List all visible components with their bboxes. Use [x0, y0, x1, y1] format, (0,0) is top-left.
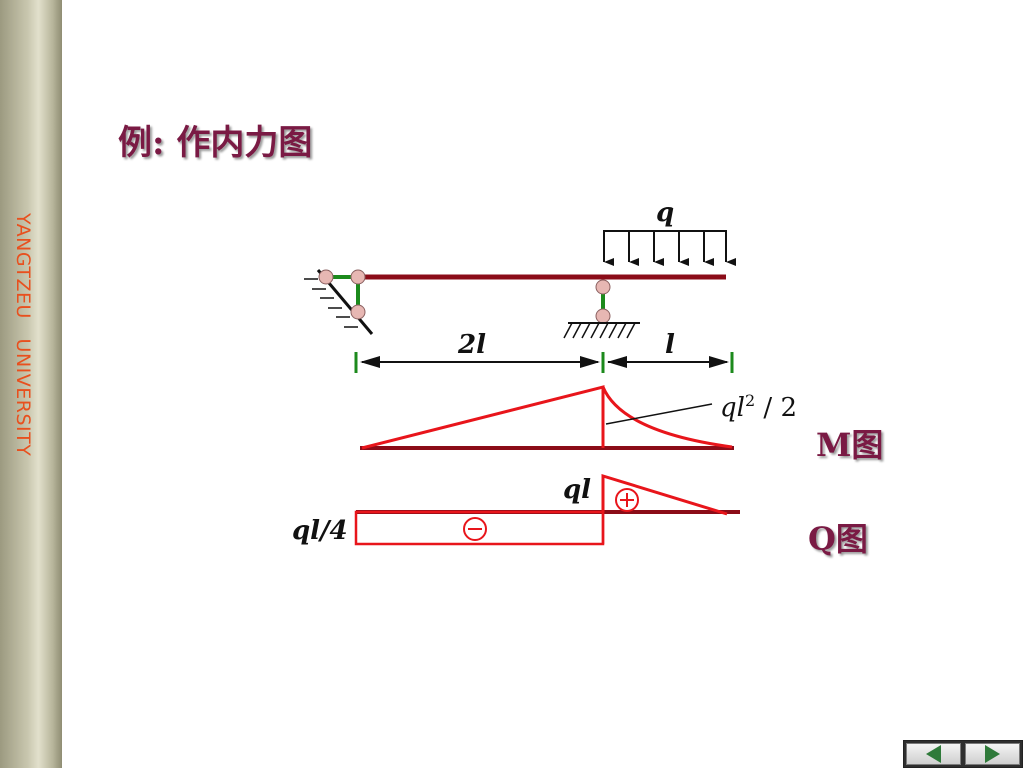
span-left-label: 2l [457, 330, 486, 360]
moment-diagram-label: M图 [816, 426, 884, 464]
triangle-right-icon [985, 745, 1000, 763]
university-name: YANGTZEU UNIVERSITY [12, 213, 34, 457]
shear-left-label: ql/4 [292, 516, 348, 546]
page-title: 例: 作内力图 [118, 123, 313, 163]
shear-right-label: ql [563, 475, 591, 505]
middle-support [563, 279, 640, 339]
moment-value-label: ql2 / 2 [720, 391, 797, 423]
load-label: q [656, 198, 674, 228]
moment-diagram [360, 385, 734, 450]
sidebar: YANGTZEU UNIVERSITY [0, 0, 62, 768]
prev-slide-button[interactable] [906, 743, 961, 765]
dimension-line [354, 352, 734, 373]
triangle-left-icon [926, 745, 941, 763]
span-right-label: l [665, 330, 675, 360]
shear-diagram [354, 473, 740, 546]
slide-navigation [903, 740, 1023, 768]
next-slide-button[interactable] [965, 743, 1020, 765]
shear-diagram-label: Q图 [808, 520, 868, 558]
distributed-load [603, 230, 736, 266]
left-support [304, 269, 374, 335]
